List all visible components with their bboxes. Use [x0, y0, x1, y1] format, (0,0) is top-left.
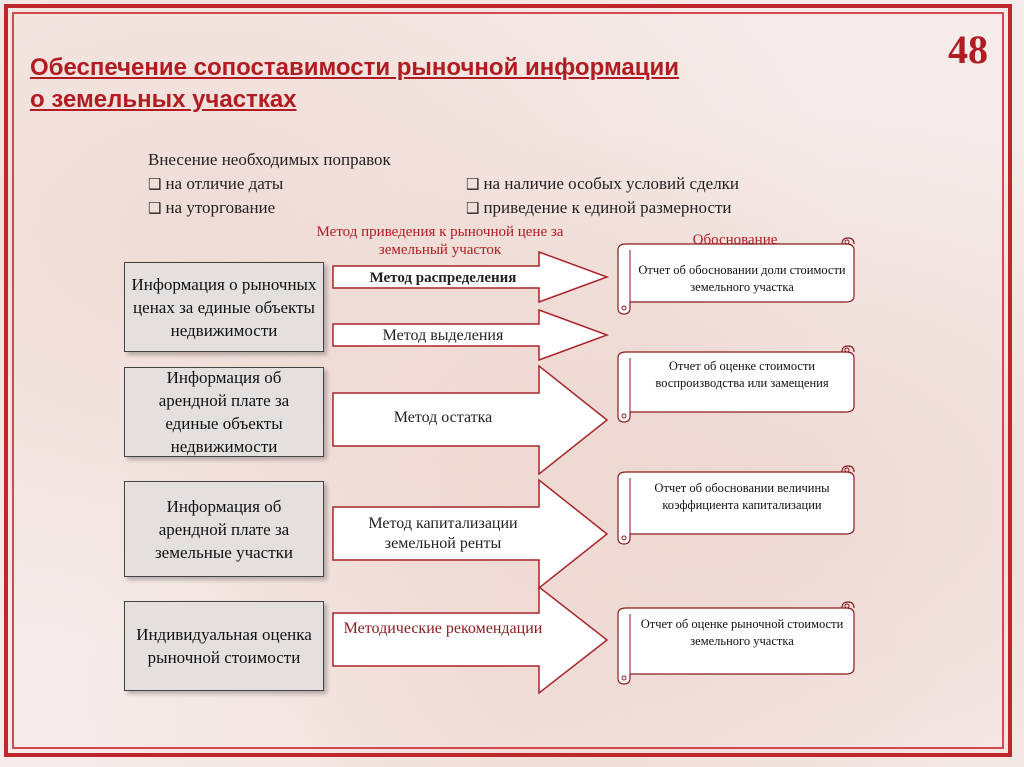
info-box: Индивидуальная оценка рыночной стоимости [124, 601, 324, 691]
adjustment-item: ❑приведение к единой размерности [466, 198, 732, 218]
info-box: Информация о рыночных ценах за единые об… [124, 262, 324, 352]
adjustment-item: ❑на уторгование [148, 198, 275, 218]
checkbox-icon: ❑ [148, 175, 162, 193]
arrow-shape [332, 308, 610, 362]
method-arrow: Методические рекомендации [332, 585, 609, 695]
arrow-shape [332, 585, 609, 695]
report-text: Отчет об обосновании величины коэффициен… [654, 481, 830, 512]
slide-title-line-2: о земельных участках [30, 86, 297, 113]
intro-text: Внесение необходимых поправок [148, 150, 391, 169]
adjustment-item: ❑на наличие особых условий сделки [466, 174, 739, 194]
adjustment-label: на уторгование [165, 198, 276, 217]
slide-title: Обеспечение сопоставимости рыночной инфо… [30, 52, 750, 116]
method-arrow: Метод распределения [332, 250, 610, 304]
checkbox-icon: ❑ [148, 199, 162, 217]
info-box: Информация об арендной плате за единые о… [124, 367, 324, 457]
method-arrow: Метод остатка [332, 364, 609, 476]
slide-title-line-1: Обеспечение сопоставимости рыночной инфо… [30, 54, 679, 81]
arrow-shape [332, 478, 609, 590]
report-text: Отчет об оценке стоимости воспроизводств… [655, 359, 829, 390]
scroll-shape [617, 465, 855, 545]
arrow-shape [332, 250, 610, 304]
adjustment-label: на отличие даты [165, 174, 284, 193]
report-scroll: Отчет об оценке рыночной стоимости земел… [614, 600, 858, 686]
adjustment-item: ❑на отличие даты [148, 174, 283, 194]
report-scroll: Отчет об оценке стоимости воспроизводств… [614, 345, 858, 424]
method-arrow: Метод выделения [332, 308, 610, 362]
adjustment-label: приведение к единой размерности [483, 198, 732, 217]
method-label: Метод остатка [393, 409, 493, 426]
arrow-shape [332, 364, 609, 476]
method-label: Метод капитализации земельной ренты [368, 515, 518, 552]
info-box: Информация об арендной плате за земельны… [124, 481, 324, 577]
method-label: Методические рекомендации [343, 620, 543, 637]
report-text: Отчет об оценке рыночной стоимости земел… [640, 617, 844, 648]
report-scroll: Отчет об обосновании величины коэффициен… [614, 464, 858, 546]
method-arrow: Метод капитализации земельной ренты [332, 478, 609, 590]
scroll-shape [617, 237, 855, 315]
checkbox-icon: ❑ [466, 175, 480, 193]
method-column-label: Метод приведения к рыночной цене за земе… [316, 224, 564, 258]
slide-number: 48 [948, 27, 988, 72]
report-text: Отчет об обосновании доли стоимости земе… [638, 263, 846, 294]
report-scroll: Отчет об обосновании доли стоимости земе… [614, 236, 858, 316]
slide-frame-inner [12, 12, 1004, 749]
method-label: Метод выделения [382, 327, 504, 344]
checkbox-icon: ❑ [466, 199, 480, 217]
scroll-shape [617, 345, 855, 423]
adjustment-label: на наличие особых условий сделки [483, 174, 740, 193]
method-label: Метод распределения [369, 270, 517, 286]
slide-frame-outer [4, 4, 1012, 757]
scroll-shape [617, 601, 855, 685]
